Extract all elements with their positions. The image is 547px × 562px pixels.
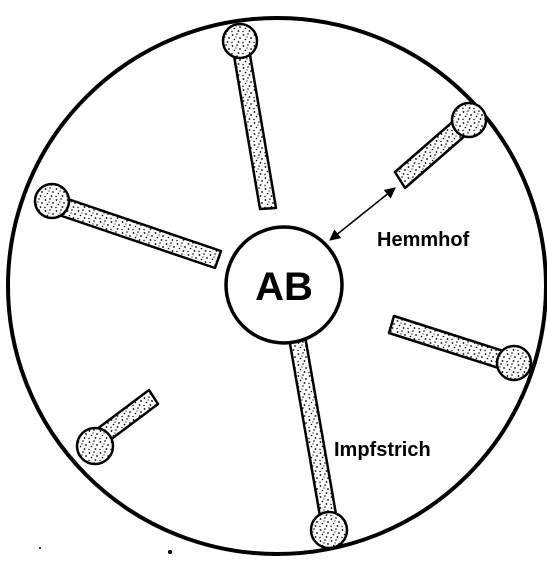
antibiotic-label: AB: [255, 265, 313, 309]
inoculation-streak-label: Impfstrich: [334, 439, 431, 461]
scan-speck: [39, 547, 41, 549]
scan-speck: [168, 550, 172, 554]
inhibition-zone-label: Hemmhof: [377, 229, 470, 251]
